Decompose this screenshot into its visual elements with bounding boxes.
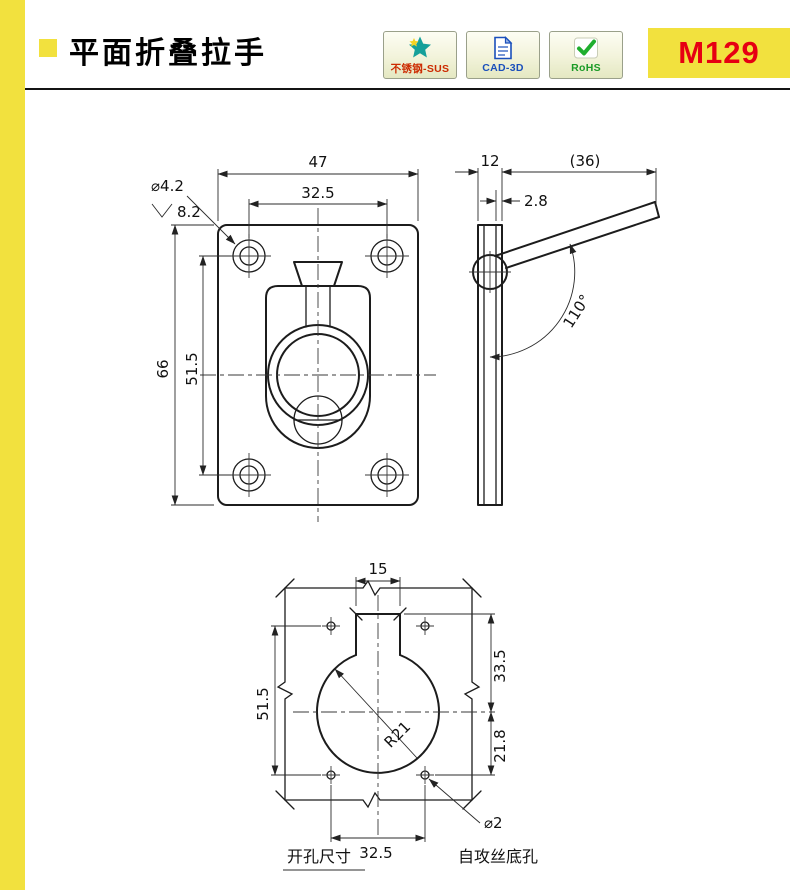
open-handle — [494, 201, 660, 269]
title-bullet — [39, 39, 57, 57]
certification-badges: 不锈钢-SUS CAD-3D — [383, 31, 623, 79]
dim-center-to-holes: 21.8 — [491, 729, 509, 762]
side-view: 110° 12 (36) 2.8 — [455, 152, 660, 506]
cutout-dimensions: 15 33.5 21.8 51.5 32.5 R21 ⌀2 — [254, 560, 538, 871]
badge-stainless-label: 不锈钢-SUS — [390, 62, 450, 75]
countersink-symbol — [151, 203, 173, 218]
cutout-caption: 开孔尺寸 — [287, 847, 351, 866]
dim-hole-diameter: ⌀4.2 — [151, 177, 184, 195]
badge-cad-label: CAD-3D — [482, 62, 524, 74]
cutout-view: 15 33.5 21.8 51.5 32.5 R21 ⌀2 — [254, 560, 538, 871]
side-view-dimensions: 12 (36) 2.8 — [455, 152, 657, 221]
dim-top-to-center: 33.5 — [491, 649, 509, 682]
cad-document-icon — [493, 36, 513, 60]
dim-front-hole-pitch-v: 51.5 — [183, 352, 201, 385]
dim-front-width: 47 — [308, 153, 327, 171]
pilot-hole-note: 自攻丝底孔 — [458, 847, 538, 866]
badge-rohs: RoHS — [549, 31, 623, 79]
dim-slot-width: 15 — [368, 560, 387, 578]
check-icon — [573, 36, 599, 60]
dim-open-angle: 110° — [559, 291, 594, 331]
dim-handle-projection: (36) — [570, 152, 601, 170]
pilot-holes — [322, 617, 434, 784]
star-icon — [407, 35, 433, 59]
panel-outline — [275, 578, 482, 810]
dim-front-hole-pitch-h: 32.5 — [301, 184, 334, 202]
plate-outline — [217, 224, 419, 506]
dim-side-depth: 12 — [480, 152, 499, 170]
dim-pilot-hole-dia: ⌀2 — [484, 814, 503, 832]
dim-cutout-hole-pitch-h: 32.5 — [359, 844, 392, 862]
side-profile — [477, 224, 503, 506]
left-accent-stripe — [0, 0, 25, 890]
front-view: 47 32.5 66 51.5 ⌀4.2 8.2 — [151, 153, 436, 522]
dim-plate-thickness: 2.8 — [524, 192, 548, 210]
badge-stainless: 不锈钢-SUS — [383, 31, 457, 79]
header-divider — [25, 88, 790, 90]
dim-corner-radius: R21 — [381, 718, 415, 752]
dim-countersink-diameter: 8.2 — [177, 203, 201, 221]
handle-recess — [265, 285, 371, 449]
dim-front-height: 66 — [154, 359, 172, 378]
page-header: 平面折叠拉手 不锈钢-SUS — [25, 0, 790, 88]
badge-cad: CAD-3D — [466, 31, 540, 79]
front-view-dimensions: 47 32.5 66 51.5 ⌀4.2 8.2 — [151, 153, 419, 506]
mounting-holes — [227, 234, 409, 497]
technical-drawing: 47 32.5 66 51.5 ⌀4.2 8.2 — [151, 152, 660, 871]
model-number: M129 — [648, 28, 790, 78]
dim-cutout-hole-pitch-v: 51.5 — [254, 687, 272, 720]
page-title: 平面折叠拉手 — [69, 37, 267, 70]
badge-rohs-label: RoHS — [571, 62, 601, 74]
